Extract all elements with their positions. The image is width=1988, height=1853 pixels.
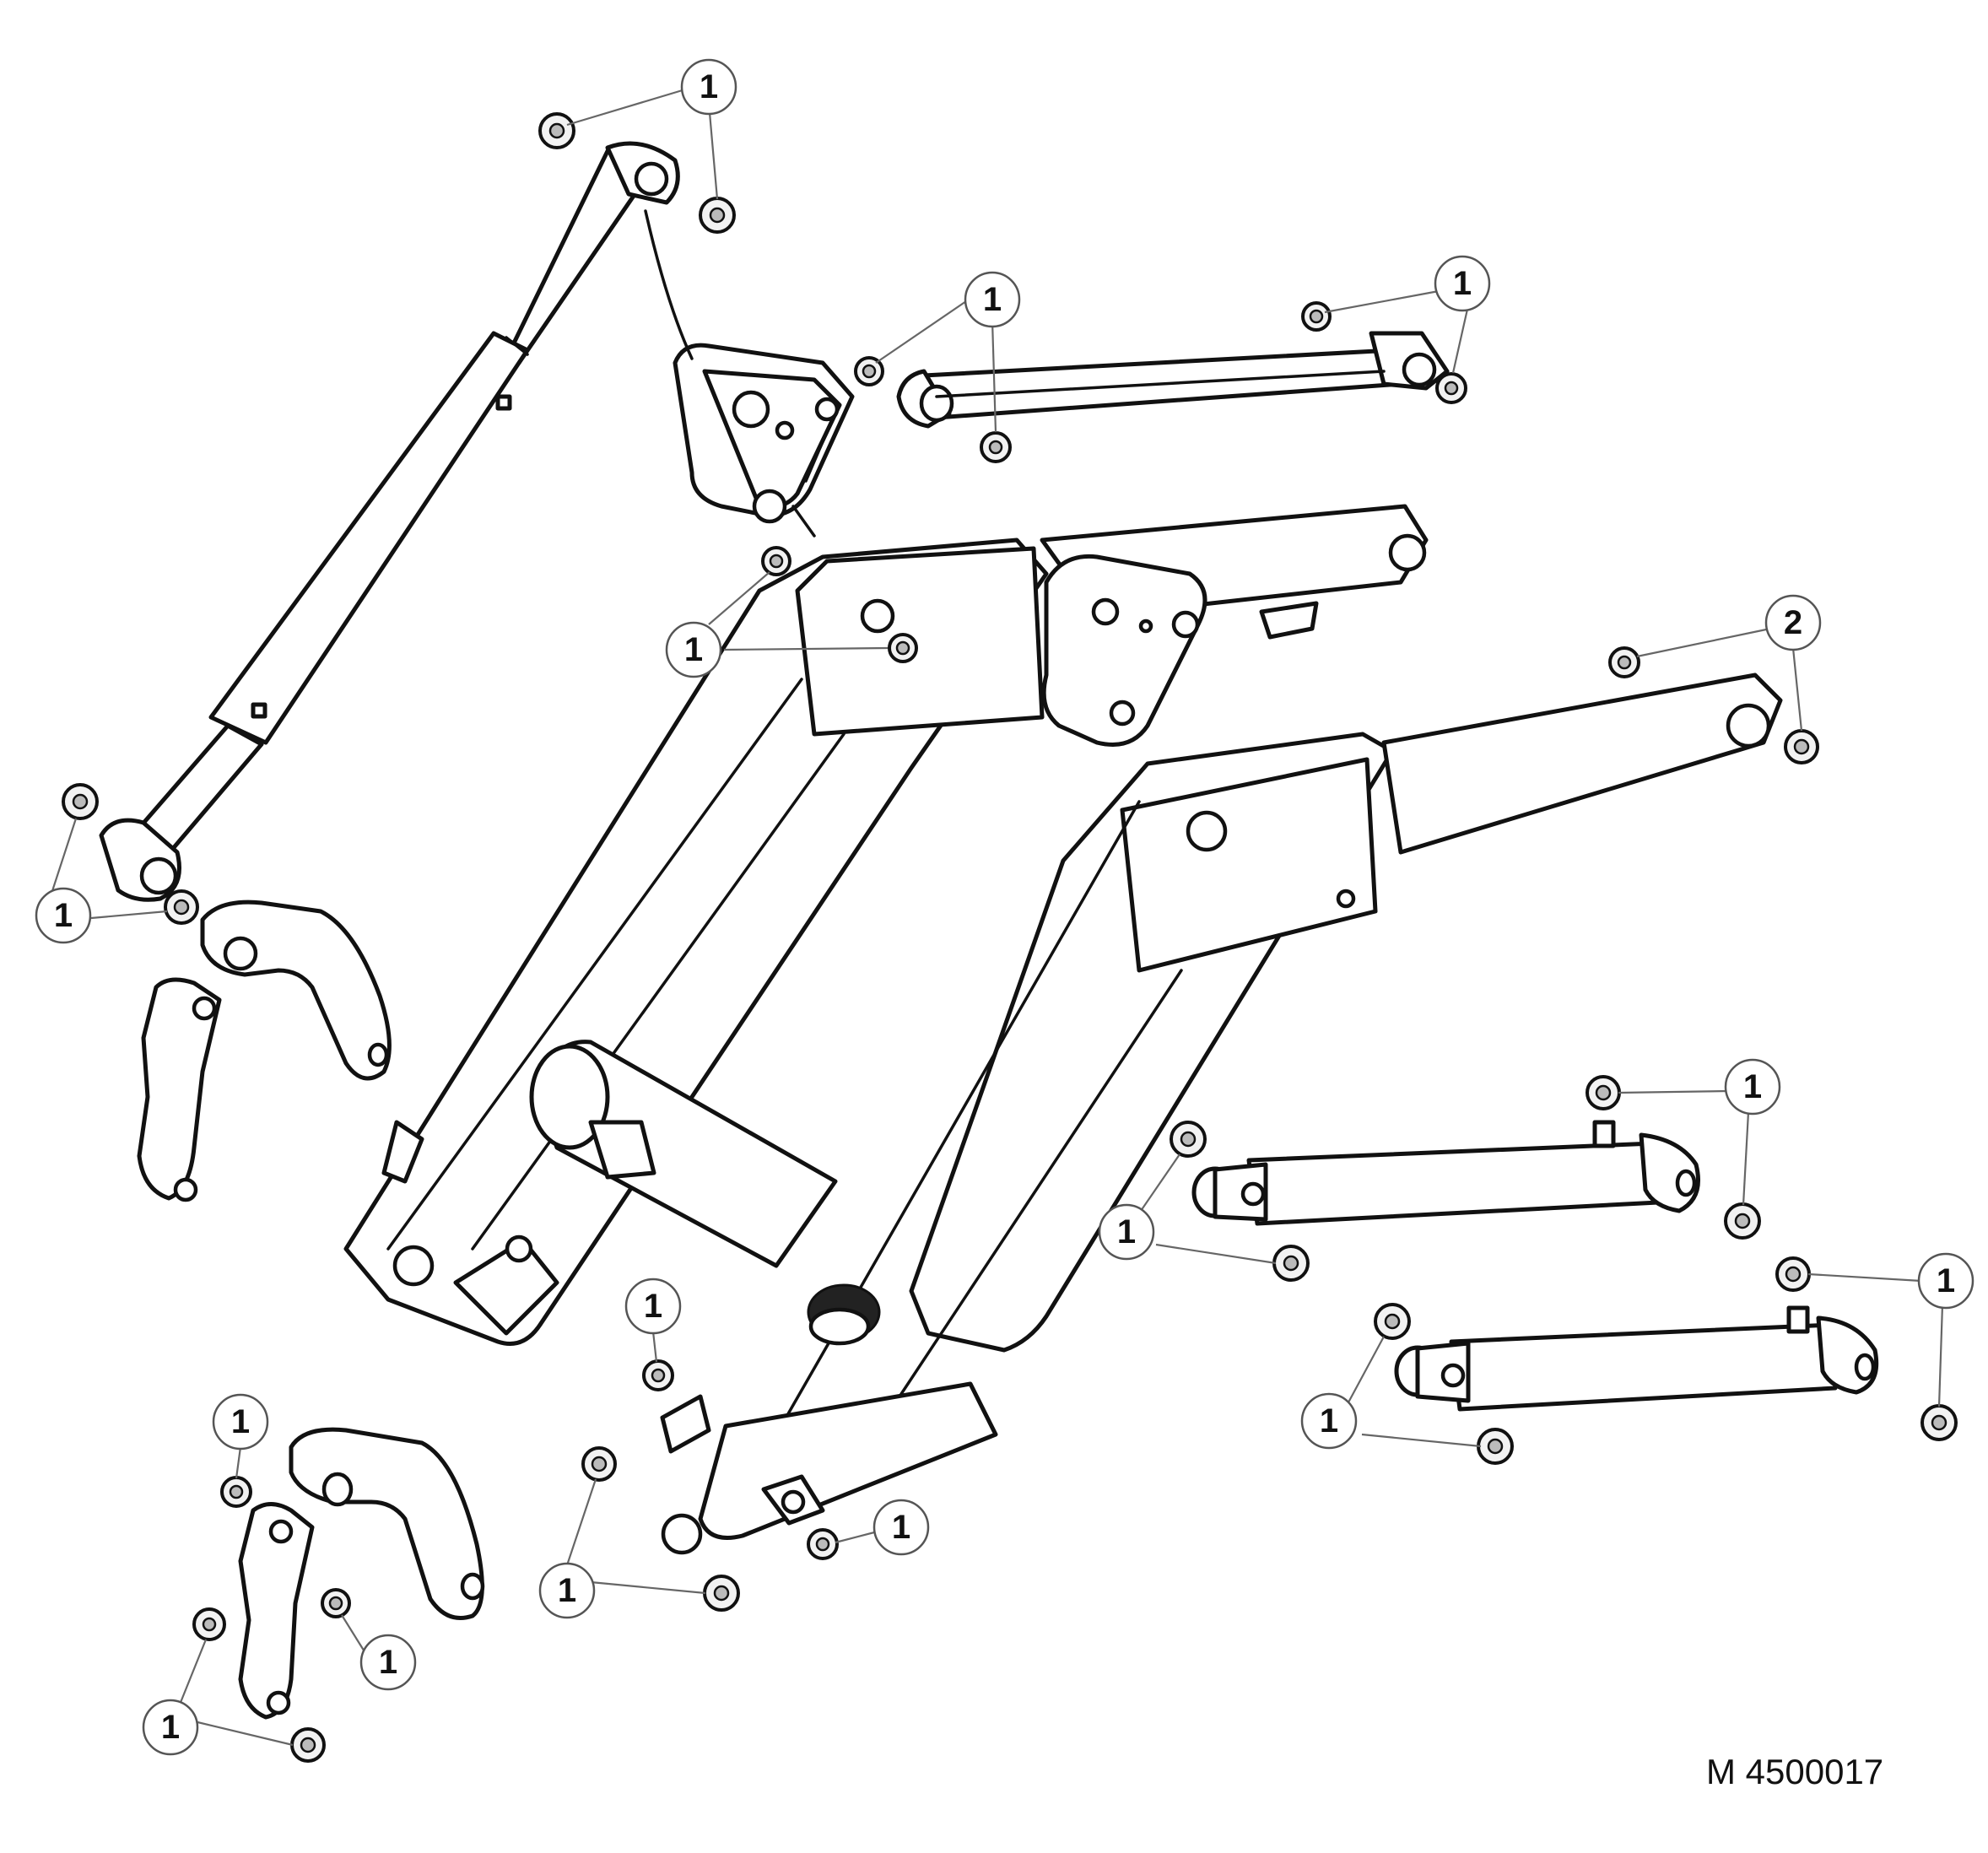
callouts: 1 1 1 1 2 1 1 1 1 1 1 1 1 1 1 1 [35,58,1974,1756]
nut-5 [1301,301,1332,332]
svg-text:1: 1 [161,1709,180,1746]
svg-text:1: 1 [558,1572,576,1609]
nut-1 [538,112,575,149]
nut-7 [761,546,791,576]
callout-1: 1 [680,58,737,116]
nut-24 [807,1528,839,1560]
nut-22 [581,1446,617,1482]
drawing-number: M 4500017 [1706,1752,1884,1791]
nut-bushings [62,112,1958,1763]
svg-text:1: 1 [1453,265,1472,302]
hydraulic-cylinder-upper [1191,1120,1700,1226]
nut-14 [1724,1202,1761,1240]
callout-10: 1 [1300,1392,1358,1450]
nut-8 [888,633,918,663]
nut-11 [62,783,99,820]
callout-4: 1 [665,621,722,678]
svg-text:1: 1 [1117,1213,1136,1251]
callout-3: 1 [1434,255,1491,312]
nut-15 [1170,1121,1207,1158]
nut-20 [1477,1428,1514,1465]
mounting-bracket [644,209,855,538]
nut-9 [1608,646,1640,678]
nut-4 [980,431,1012,463]
nut-16 [1272,1245,1310,1282]
nut-21 [642,1359,674,1391]
nut-6 [1435,372,1467,404]
nut-28 [290,1727,326,1763]
callout-6: 1 [35,887,92,944]
svg-text:1: 1 [1320,1402,1338,1440]
svg-text:1: 1 [379,1644,397,1681]
callout-9: 1 [1917,1252,1974,1310]
callout-11: 1 [624,1278,682,1335]
callout-8: 1 [1098,1203,1155,1261]
callout-12: 1 [872,1499,930,1556]
nut-10 [1784,729,1819,764]
upper-strut [896,331,1450,429]
svg-text:1: 1 [892,1509,910,1546]
nut-19 [1374,1303,1411,1340]
svg-text:1: 1 [700,68,718,105]
nut-2 [699,197,736,234]
callout-7: 1 [1724,1058,1781,1116]
svg-text:1: 1 [1937,1262,1955,1299]
callout-13: 1 [538,1562,596,1619]
svg-text:1: 1 [1743,1068,1762,1105]
nut-23 [703,1575,740,1612]
nut-27 [192,1607,226,1641]
lower-link-pair [238,1427,485,1720]
callout-16: 1 [142,1699,199,1756]
svg-text:1: 1 [54,897,73,934]
callout-2: 1 [964,271,1021,328]
callout-15: 1 [359,1634,417,1691]
svg-text:1: 1 [231,1403,250,1440]
long-strut [99,141,680,902]
svg-text:1: 1 [983,281,1002,318]
callout-14: 1 [212,1393,269,1451]
nut-26 [321,1588,351,1618]
loader-frame [343,504,1783,1555]
nut-18 [1920,1404,1958,1441]
callout-5: 2 [1764,594,1822,651]
nut-12 [164,889,199,925]
nut-17 [1775,1256,1811,1292]
svg-text:1: 1 [684,631,703,668]
upper-link-pair [137,899,392,1202]
svg-text:2: 2 [1784,604,1802,641]
nut-13 [1586,1075,1621,1110]
svg-text:1: 1 [644,1288,662,1325]
hydraulic-cylinder-lower [1394,1305,1879,1412]
nut-25 [220,1476,252,1508]
nut-3 [854,356,884,386]
